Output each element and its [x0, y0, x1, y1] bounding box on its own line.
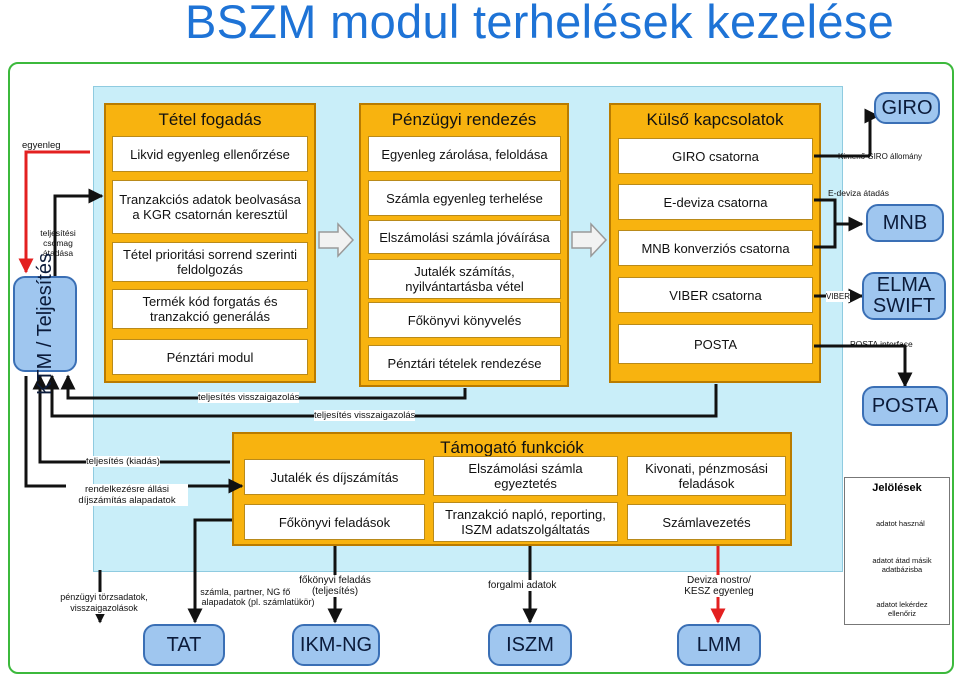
- box-fokonyvi-konyveles: Főkönyvi könyvelés: [368, 302, 561, 338]
- ext-iszm: ISZM: [488, 624, 572, 666]
- wire-tat-2: [187, 518, 232, 624]
- label-csomag: teljesítési csomag átadása: [40, 228, 76, 258]
- panel-title-penzugyi-rendezes: Pénzügyi rendezés: [391, 110, 537, 129]
- label-kiadas: teljesítés (kiadás): [86, 456, 160, 467]
- label-szamla-partner: számla, partner, NG főkönyvi alapadatok …: [200, 587, 316, 607]
- box-posta: POSTA: [618, 324, 813, 364]
- ext-mnb: MNB: [866, 204, 944, 242]
- label-kimeno-giro: Kimenő GIRO állomány: [838, 152, 923, 161]
- label-egyenleg: egyenleg: [22, 140, 61, 151]
- box-tranzakcio-naplo: Tranzakció napló, reporting, ISZM adatsz…: [433, 502, 618, 542]
- flow-arrow-1: [318, 222, 355, 258]
- legend-label-queries: adatot lekérdez ellenőriz: [876, 600, 928, 618]
- panel-title-tamogato-funkciok: Támogató funkciók: [440, 438, 584, 457]
- wire-posta: [814, 344, 913, 388]
- panel-title-tetel-fogadas: Tétel fogadás: [158, 110, 262, 129]
- box-szamlavezetes: Számlavezetés: [627, 504, 786, 540]
- label-forgalmi: forgalmi adatok: [488, 580, 557, 591]
- box-fokonyvi-feladasok: Főkönyvi feladások: [244, 504, 425, 540]
- ext-ktm-teljesites: KTM / Teljesítés: [13, 253, 77, 395]
- label-torzsadatok: pénzügyi törzsadatok, visszaigazolások: [54, 592, 154, 614]
- wire-mnb-1: [814, 198, 864, 232]
- box-jutalek-szamitas: Jutalék számítás, nyilvántartásba vétel: [368, 259, 561, 299]
- legend-label-uses: adatot használ: [876, 519, 925, 528]
- ext-giro: GIRO: [874, 92, 940, 124]
- box-mnb-konverzios: MNB konverziós csatorna: [618, 230, 813, 266]
- box-giro-csatorna: GIRO csatorna: [618, 138, 813, 174]
- label-deviza: Deviza nostro/ KESZ egyenleg: [676, 575, 762, 597]
- wire-giro-up: [864, 108, 880, 156]
- box-jutalek-dijszamitas: Jutalék és díjszámítás: [244, 459, 425, 495]
- box-penztari-modul: Pénztári modul: [112, 339, 308, 375]
- flow-arrow-2: [571, 222, 608, 258]
- label-visszaig-2: teljesítés visszaigazolás: [314, 410, 416, 421]
- box-penztari-tetelek: Pénztári tételek rendezése: [368, 345, 561, 381]
- label-posta-interface: POSTA interface: [850, 339, 913, 349]
- box-tetel-prioritas: Tétel prioritási sorrend szerinti feldol…: [112, 242, 308, 282]
- page-title: BSZM modul terhelések kezelése: [185, 0, 895, 48]
- box-egyenleg-zarolasa: Egyenleg zárolása, feloldása: [368, 136, 561, 172]
- box-viber-csatorna: VIBER csatorna: [618, 277, 813, 313]
- ext-lmm: LMM: [677, 624, 761, 666]
- box-szamla-terhelese: Számla egyenleg terhelése: [368, 180, 561, 216]
- ext-posta: POSTA: [862, 386, 948, 426]
- panel-title-kulso-kapcsolatok: Külső kapcsolatok: [646, 110, 784, 129]
- box-elszamolasi-egyeztetes: Elszámolási számla egyeztetés: [433, 456, 618, 496]
- label-visszaig-1: teljesítés visszaigazolás: [198, 392, 300, 403]
- box-termek-kod: Termék kód forgatás és tranzakció generá…: [112, 289, 308, 329]
- label-fokonyvi-feladas: főkönyvi feladás (teljesítés): [290, 575, 380, 597]
- box-likvid-egyenleg: Likvid egyenleg ellenőrzése: [112, 136, 308, 172]
- label-edeviza: E-deviza átadás: [828, 188, 889, 198]
- box-edeviza-csatorna: E-deviza csatorna: [618, 184, 813, 220]
- box-elszamolasi-jovairas: Elszámolási számla jóváírása: [368, 220, 561, 254]
- legend: Jelölések: [844, 477, 950, 625]
- wire-csomag: [53, 188, 104, 276]
- label-rendelkezes: rendelkezésre állási díjszámítás alapada…: [66, 484, 188, 506]
- box-tranzakcios-adatok: Tranzakciós adatok beolvasása a KGR csat…: [112, 180, 308, 234]
- legend-label-transfers: adatot átad másik adatbázisba: [872, 556, 932, 574]
- ext-elma-swift: ELMA SWIFT: [862, 272, 946, 320]
- wire-mnb-2: [814, 224, 837, 249]
- wire-kiadas: [32, 374, 230, 464]
- ext-ikm-ng: IKM-NG: [292, 624, 380, 666]
- legend-title: Jelölések: [872, 482, 922, 494]
- ext-tat: TAT: [143, 624, 225, 666]
- wire-egyenleg: [18, 150, 90, 274]
- box-kivonati-penzmosasi: Kivonati, pénzmosási feladások: [627, 456, 786, 496]
- label-viber: VIBER: [826, 291, 851, 302]
